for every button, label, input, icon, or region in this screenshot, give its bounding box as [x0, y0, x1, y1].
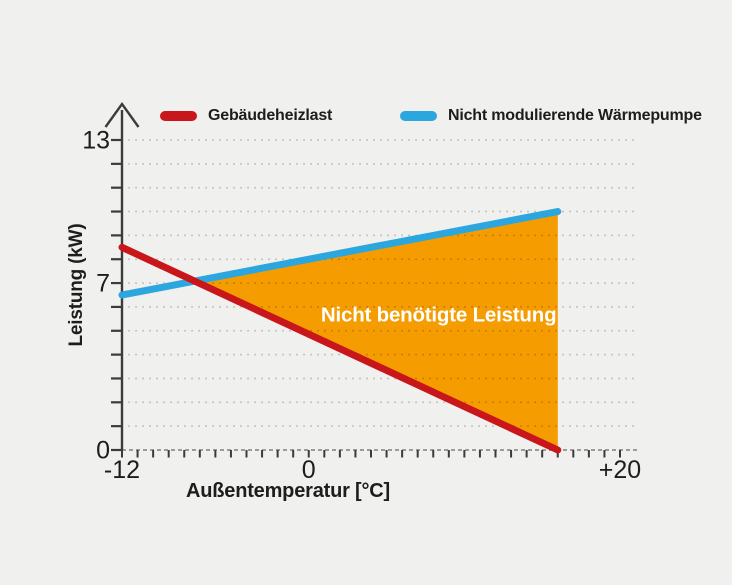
y-axis-arrow-icon	[104, 101, 140, 128]
legend-item-gebaeudeheizlast: Gebäudeheizlast	[160, 106, 332, 125]
x-tick-label: 0	[302, 456, 316, 484]
y-tick-label: 7	[96, 270, 110, 298]
x-tick-label: +20	[599, 456, 641, 484]
surplus-area	[194, 211, 558, 450]
legend-swatch-blue	[400, 110, 437, 121]
series-line-gebaeudeheizlast	[118, 243, 562, 454]
legend-label-gebaeudeheizlast: Gebäudeheizlast	[208, 106, 333, 124]
x-axis-title: Außentemperatur [°C]	[185, 480, 391, 502]
area-label: Nicht benötigte Leistung	[321, 303, 557, 326]
legend-label-waermepumpe: Nicht modulierende Wärmepumpe	[448, 106, 702, 124]
y-tick-label: 0	[96, 437, 110, 465]
legend-swatch-red	[160, 110, 197, 121]
y-tick-label: 13	[82, 127, 110, 155]
x-tick-label: -12	[104, 456, 140, 484]
legend-item-waermepumpe: Nicht modulierende Wärmepumpe	[400, 106, 702, 125]
y-axis-title: Leistung (kW)	[66, 223, 87, 347]
